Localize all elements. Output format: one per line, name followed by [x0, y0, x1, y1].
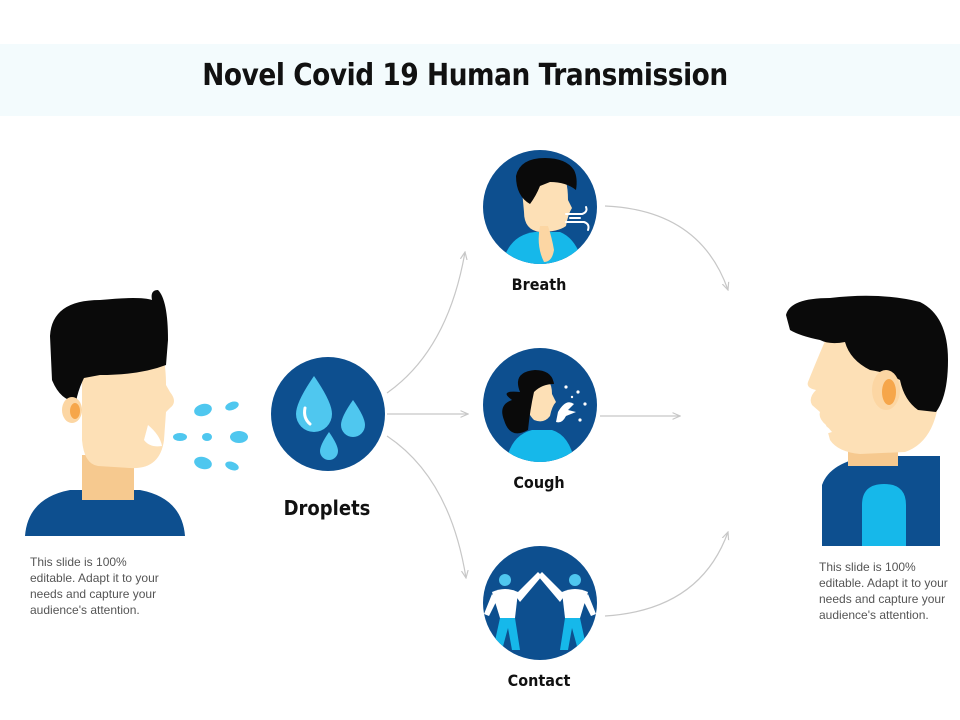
flow-arrows — [386, 205, 728, 617]
arrow-contact-to-target — [604, 532, 728, 617]
note-left: This slide is 100% editable. Adapt it to… — [30, 555, 159, 617]
cough-node — [483, 348, 597, 462]
breath-node — [483, 150, 597, 264]
route-label-contact: Contact — [507, 671, 571, 690]
target-person-icon — [786, 295, 948, 546]
slide-title: Novel Covid 19 Human Transmission — [202, 58, 728, 93]
high-five-people-icon — [484, 572, 596, 650]
droplets-node — [271, 357, 385, 471]
note-right: This slide is 100% editable. Adapt it to… — [819, 560, 948, 622]
breathing-person-icon — [500, 158, 590, 264]
source-label-droplets: Droplets — [283, 496, 371, 520]
source-person-icon — [25, 290, 248, 536]
arrow-droplets-to-breath — [386, 252, 465, 394]
water-drops-icon — [296, 376, 365, 460]
contact-node — [483, 546, 597, 660]
arrow-breath-to-target — [604, 205, 728, 290]
route-label-cough: Cough — [513, 473, 565, 492]
arrow-droplets-to-contact — [386, 435, 466, 578]
title-band — [0, 44, 960, 116]
route-label-breath: Breath — [511, 275, 567, 294]
